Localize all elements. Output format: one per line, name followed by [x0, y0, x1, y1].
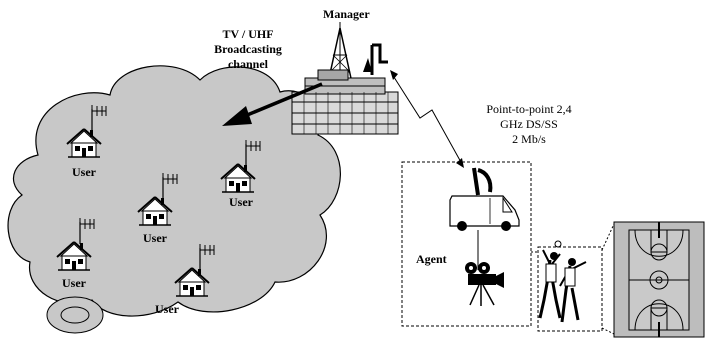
user-label: User	[62, 276, 87, 290]
user-label: User	[229, 195, 254, 209]
connector-line	[601, 223, 615, 251]
players-box	[537, 246, 603, 332]
basketball-court-icon	[613, 221, 705, 338]
user-node-2: User	[220, 139, 261, 209]
broadcast-arrow	[222, 82, 323, 126]
broadcast-label-line1: TV / UHF	[222, 27, 273, 41]
video-camera-icon	[465, 262, 504, 306]
user-label: User	[72, 165, 97, 179]
user-node-4: User	[56, 217, 95, 290]
broadcast-label-line2: Broadcasting	[214, 42, 282, 56]
broadcast-label-line3: channel	[228, 57, 269, 71]
agent-box	[401, 161, 532, 327]
p2p-label-line3: 2 Mb/s	[512, 132, 546, 146]
user-label: User	[143, 231, 168, 245]
wireless-link-icon	[390, 70, 464, 168]
manager-label: Manager	[323, 7, 370, 21]
connector-line	[601, 327, 615, 335]
agent-label: Agent	[416, 252, 447, 266]
p2p-label-line1: Point-to-point 2,4	[486, 102, 571, 116]
basketball-players-icon	[538, 240, 587, 323]
user-cloud	[7, 65, 341, 317]
satellite-van-icon	[449, 167, 520, 231]
user-label: User	[155, 302, 180, 316]
user-node-1: User	[66, 104, 107, 179]
user-node-5: User	[155, 243, 215, 316]
user-node-3: User	[137, 172, 178, 245]
p2p-label-line2: GHz DS/SS	[500, 117, 558, 131]
cloud-tail-inner	[60, 306, 90, 324]
building-tower-icon	[291, 22, 399, 135]
